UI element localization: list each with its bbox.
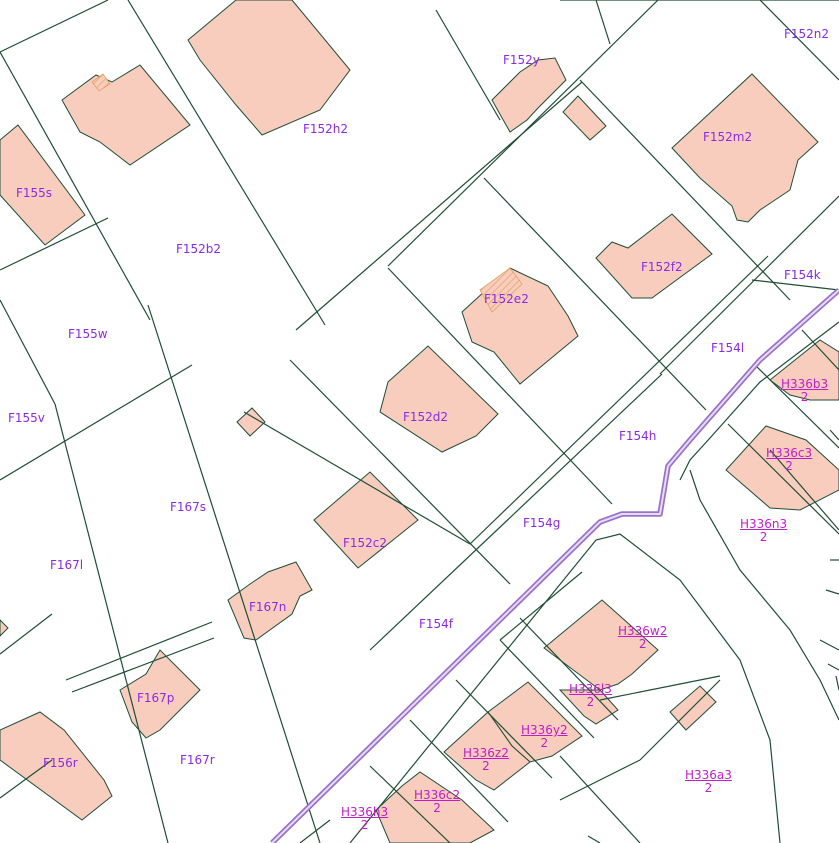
- building-F152m2[interactable]: [671, 73, 819, 223]
- parcel-number: H336b3: [781, 377, 829, 391]
- parcel-label-F152b2[interactable]: F152b2: [176, 242, 222, 256]
- parcel-subnumber: 2: [586, 695, 595, 709]
- parcel-subnumber: 2: [638, 637, 647, 651]
- parcel-subnumber: 2: [759, 530, 768, 544]
- parcel-label-F154h[interactable]: F154h: [619, 429, 657, 443]
- building-F152d2[interactable]: [379, 345, 499, 453]
- building-H336c3[interactable]: [725, 425, 839, 511]
- parcel-label-F154l[interactable]: F154l: [711, 341, 745, 355]
- parcel-label-H336a3[interactable]: H336a3 2: [685, 769, 732, 795]
- parcel-label-F167r[interactable]: F167r: [180, 753, 215, 767]
- building-F152h2[interactable]: [187, 0, 351, 136]
- parcel-subnumber: 2: [540, 736, 549, 750]
- parcel-label-F152f2[interactable]: F152f2: [641, 260, 683, 274]
- parcel-number: H336z2: [463, 746, 509, 760]
- building-H336c2[interactable]: [375, 771, 495, 843]
- parcel-number: H336w2: [618, 624, 668, 638]
- building-F152c2[interactable]: [313, 471, 419, 569]
- parcel-label-H336l3[interactable]: H336l3 2: [569, 683, 612, 709]
- parcel-number: H336n3: [740, 517, 788, 531]
- parcel-label-F152m2[interactable]: F152m2: [703, 130, 753, 144]
- parcel-label-F167p[interactable]: F167p: [137, 691, 175, 705]
- parcel-label-F152c2[interactable]: F152c2: [343, 536, 388, 550]
- building-F156r[interactable]: [0, 711, 113, 821]
- parcel-label-F156r[interactable]: F156r: [43, 756, 78, 770]
- parcel-label-F154k[interactable]: F154k: [784, 268, 821, 282]
- parcel-label-F152d2[interactable]: F152d2: [403, 410, 449, 424]
- parcel-label-H336w2[interactable]: H336w2 2: [618, 625, 667, 651]
- parcel-label-H336n3[interactable]: H336n3 2: [740, 518, 787, 544]
- parcel-label-H336c3[interactable]: H336c3 2: [766, 447, 812, 473]
- parcel-label-F167n[interactable]: F167n: [249, 600, 287, 614]
- building-F167p[interactable]: [119, 649, 201, 739]
- parcel-label-H336h3[interactable]: H336h3 2: [341, 806, 388, 832]
- parcel-subnumber: 2: [704, 781, 713, 795]
- building-annex-F152e2[interactable]: [479, 267, 523, 313]
- building-H336b3[interactable]: [769, 339, 839, 401]
- parcel-subnumber: 2: [800, 390, 809, 404]
- parcel-subnumber: 2: [482, 759, 490, 773]
- parcel-label-F155w[interactable]: F155w: [68, 327, 108, 341]
- parcel-label-F167l[interactable]: F167l: [50, 558, 84, 572]
- parcel-number: H336l3: [569, 682, 612, 696]
- parcel-label-F152e2[interactable]: F152e2: [484, 292, 529, 306]
- parcel-label-F152y[interactable]: F152y: [503, 53, 540, 67]
- building-F152y[interactable]: [491, 57, 567, 133]
- building-shed-F152d2[interactable]: [236, 407, 266, 437]
- parcel-label-F152n2[interactable]: F152n2: [784, 27, 830, 41]
- parcel-label-F152h2[interactable]: F152h2: [303, 122, 349, 136]
- building-F155s[interactable]: [0, 124, 86, 246]
- road-parcel: [299, 321, 839, 843]
- building-edge-left[interactable]: [0, 619, 9, 637]
- parcel-label-H336c2[interactable]: H336c2 2: [414, 789, 460, 815]
- parcel-number: H336c3: [766, 446, 813, 460]
- parcel-subnumber: 2: [433, 801, 441, 815]
- parcel-label-H336z2[interactable]: H336z2 2: [463, 747, 509, 773]
- parcel-number: H336c2: [414, 788, 461, 802]
- parcel-subnumber: 2: [785, 459, 793, 473]
- building-F152f2[interactable]: [595, 213, 713, 299]
- parcel-number: H336h3: [341, 805, 389, 819]
- parcel-label-F155v[interactable]: F155v: [8, 411, 45, 425]
- parcel-label-H336b3[interactable]: H336b3 2: [781, 378, 828, 404]
- building-F152b2[interactable]: [61, 64, 191, 166]
- parcel-label-F155s[interactable]: F155s: [16, 186, 53, 200]
- parcel-number: H336a3: [685, 768, 732, 782]
- parcel-subnumber: 2: [360, 818, 369, 832]
- building-annex-F152b2[interactable]: [91, 73, 111, 92]
- parcel-label-F154g[interactable]: F154g: [523, 516, 561, 530]
- street-line: [270, 287, 839, 843]
- building-F152y-shed[interactable]: [562, 95, 607, 141]
- parcel-label-H336y2[interactable]: H336y2 2: [521, 724, 568, 750]
- parcel-label-F167s[interactable]: F167s: [170, 500, 207, 514]
- building-H336l3[interactable]: [558, 689, 619, 725]
- parcel-number: H336y2: [521, 723, 568, 737]
- parcel-label-F154f[interactable]: F154f: [419, 617, 454, 631]
